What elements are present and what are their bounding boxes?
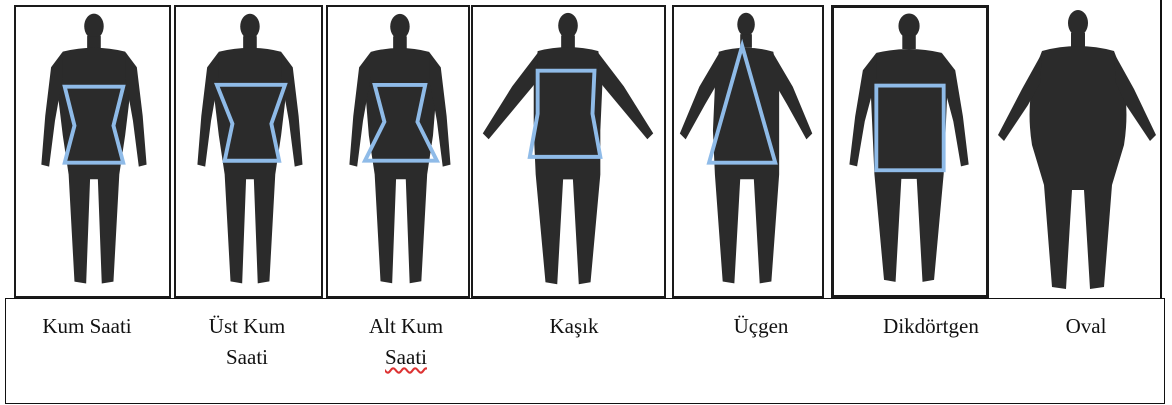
caption-oval: Oval (1036, 311, 1136, 342)
body-panel-spoon (471, 5, 666, 298)
caption-line: Üst Kum (182, 311, 312, 342)
caption-line: Üçgen (706, 311, 816, 342)
body-panel-hourglass (14, 5, 171, 298)
body-silhouette (992, 5, 1160, 298)
body-panel-top-hourglass (174, 5, 323, 298)
body-panel-bottom-hourglass (326, 5, 470, 298)
caption-spoon: Kaşık (514, 311, 634, 342)
body-panel-rectangle (831, 5, 989, 298)
body-silhouette (674, 7, 822, 296)
cropped-edge (1160, 0, 1172, 300)
body-silhouette (834, 8, 986, 295)
caption-line: Dikdörtgen (856, 311, 1006, 342)
caption-hourglass: Kum Saati (22, 311, 152, 342)
caption-line-underlined: Saati (385, 345, 427, 369)
caption-line: Kaşık (514, 311, 634, 342)
caption-top-hourglass: Üst Kum Saati (182, 311, 312, 373)
caption-line: Kum Saati (22, 311, 152, 342)
caption-line: Saati (346, 342, 466, 373)
caption-bottom-hourglass: Alt Kum Saati (346, 311, 466, 373)
caption-table: Kum Saati Üst Kum Saati Alt Kum Saati Ka… (5, 298, 1165, 404)
caption-rectangle: Dikdörtgen (856, 311, 1006, 342)
caption-triangle: Üçgen (706, 311, 816, 342)
body-panel-triangle (672, 5, 824, 298)
body-silhouette (16, 7, 169, 296)
caption-line: Saati (182, 342, 312, 373)
caption-line: Alt Kum (346, 311, 466, 342)
caption-line: Oval (1036, 311, 1136, 342)
body-silhouette (473, 7, 664, 296)
body-panel-oval (992, 5, 1160, 298)
body-silhouette (176, 7, 321, 296)
body-silhouette (328, 7, 468, 296)
